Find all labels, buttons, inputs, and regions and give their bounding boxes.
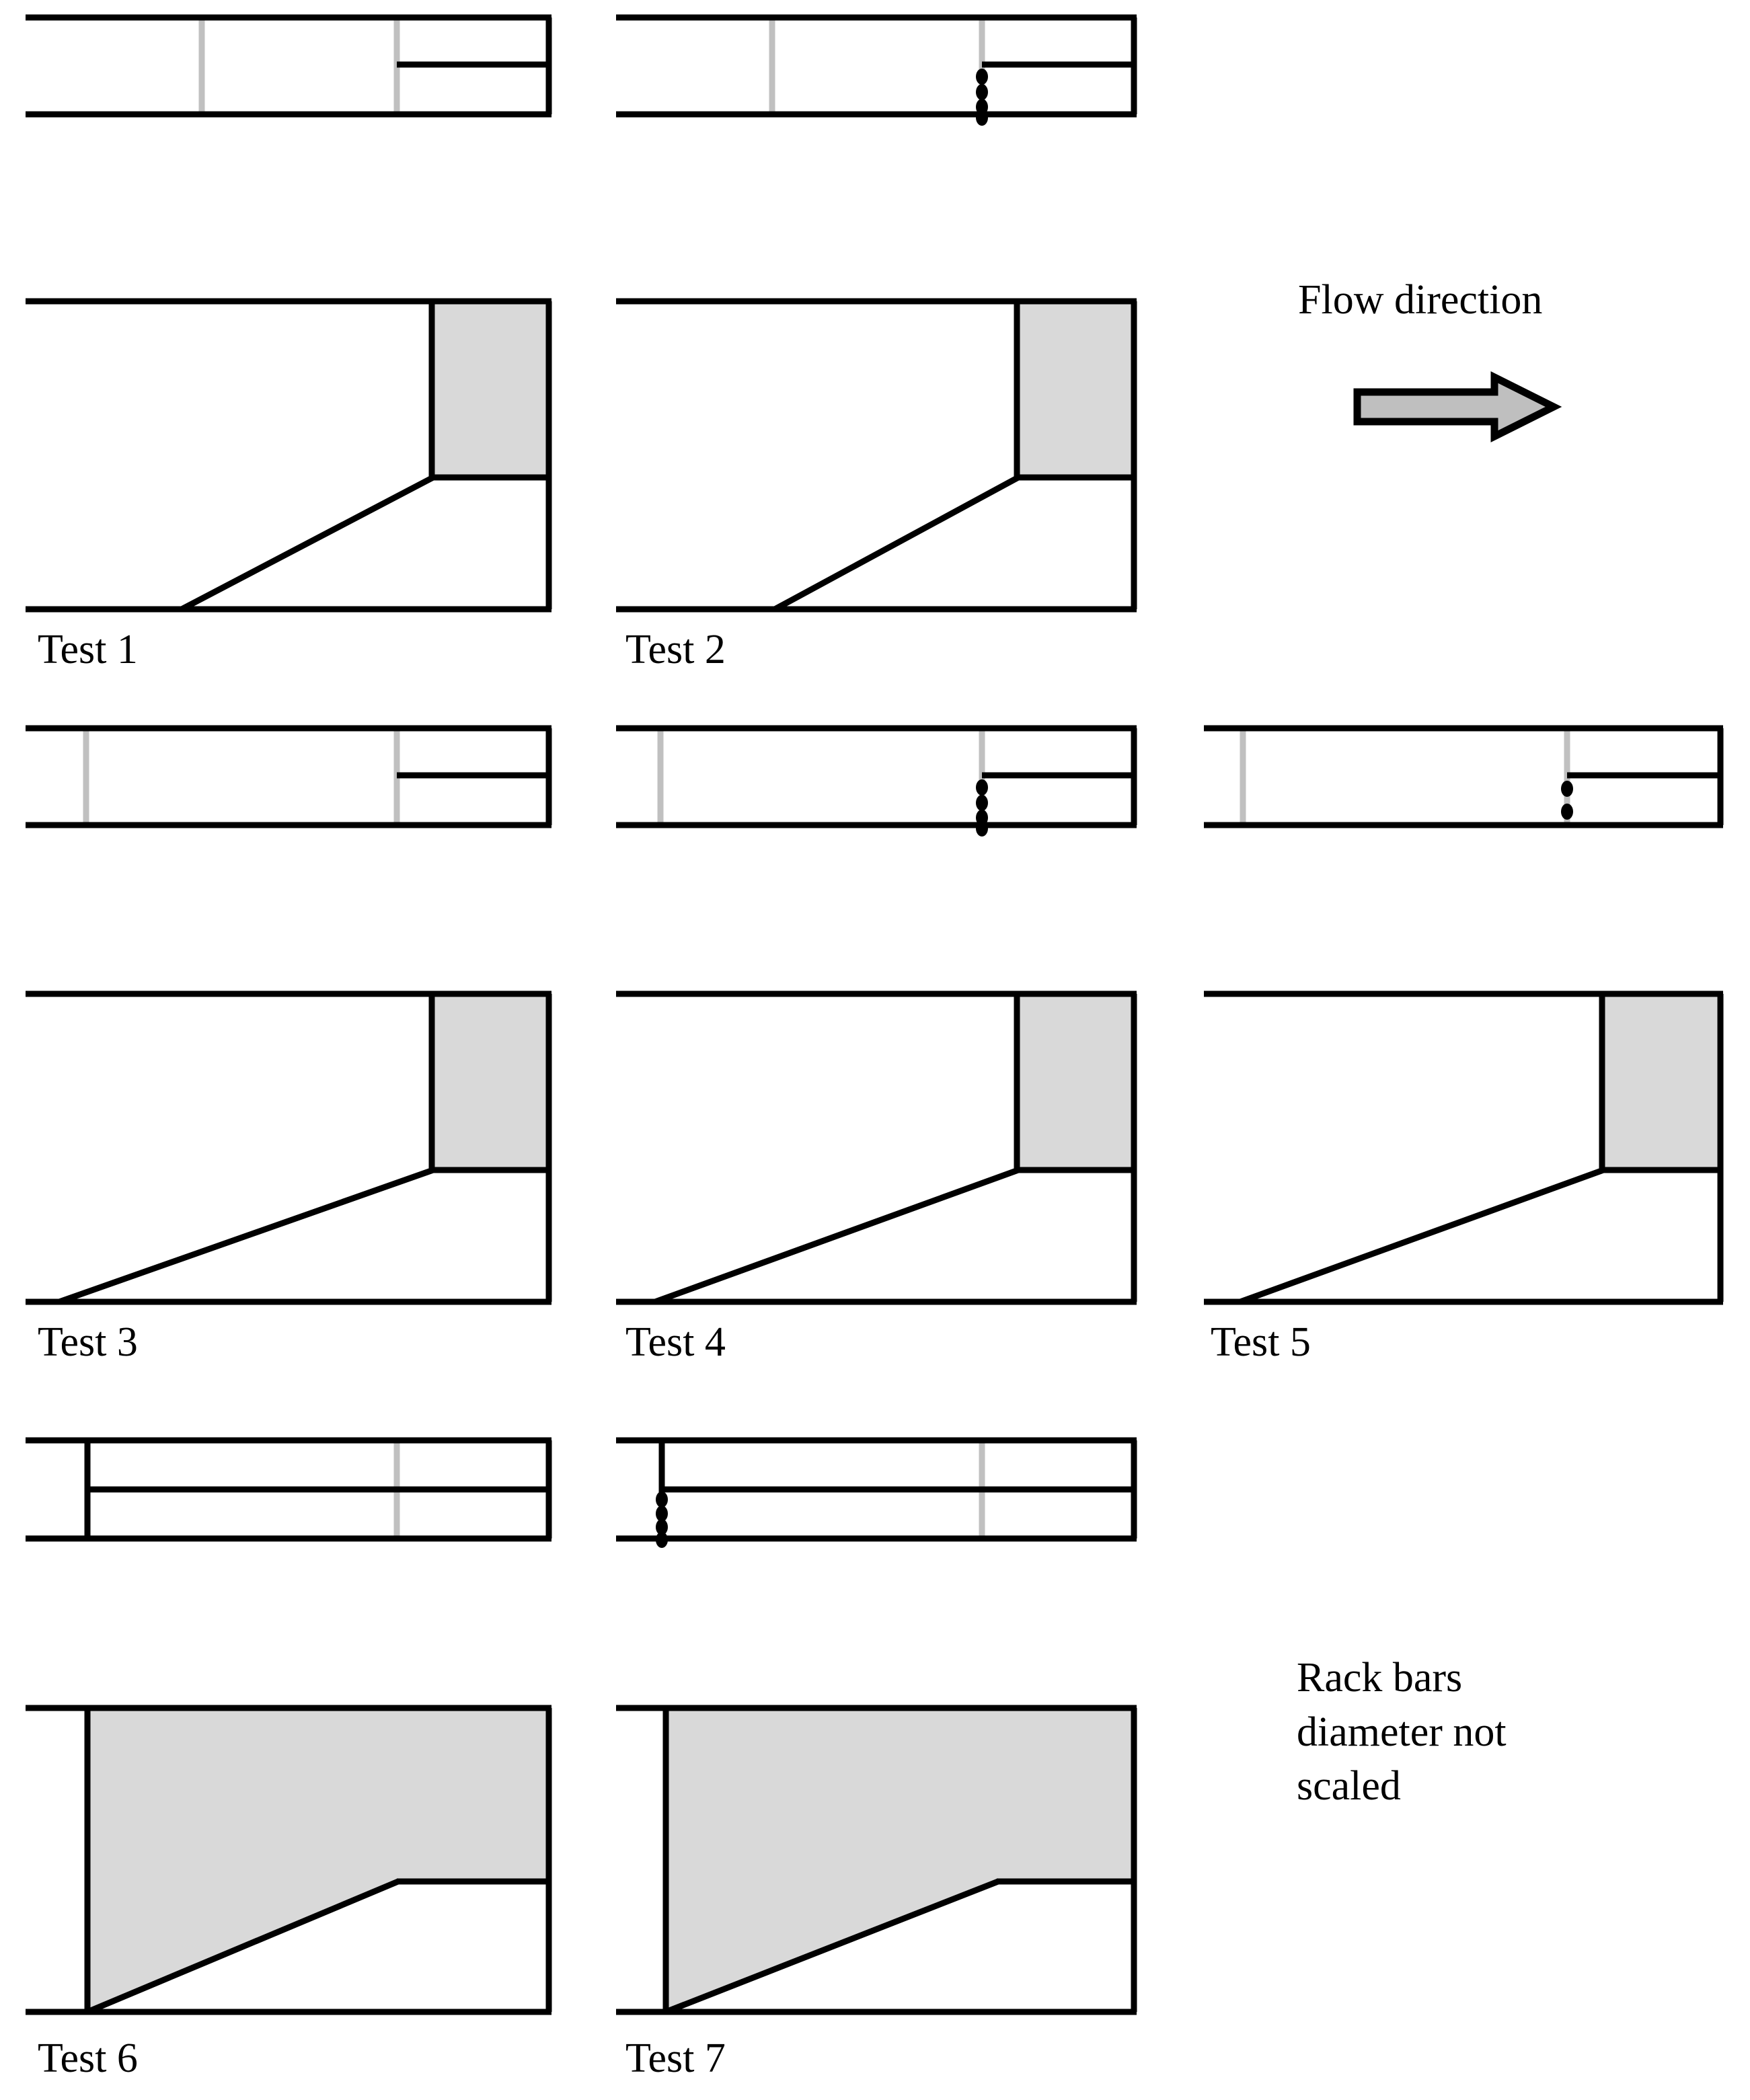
elev-deposit-ramp <box>654 1167 1020 1305</box>
test-6-elevation-view <box>20 1701 565 2021</box>
deposit-fill <box>87 1708 549 2011</box>
elev-deposit-ramp <box>773 475 1020 612</box>
deposit-fill <box>432 994 549 1170</box>
rack-bars-note: Rack bars diameter not scaled <box>1297 1651 1646 1814</box>
rack-bar-icon <box>976 820 988 837</box>
deposit-fill <box>432 301 549 477</box>
test-7-plan-view <box>613 1432 1145 1548</box>
rack-bar-icon <box>1561 804 1573 820</box>
rack-bar-icon <box>1561 781 1573 797</box>
rack-bar-icon <box>656 1506 668 1522</box>
rack-bars-group <box>656 1491 668 1548</box>
test-7-label: Test 7 <box>625 2035 726 2081</box>
rack-bars-group <box>1561 781 1573 820</box>
test-7-elevation-view <box>613 1701 1145 2021</box>
test-1-elevation-view <box>20 296 565 615</box>
test-3-plan-view <box>20 723 565 830</box>
rack-bars-group <box>976 69 988 126</box>
test-4-plan-view <box>613 723 1145 837</box>
rack-bar-icon <box>976 84 988 100</box>
rack-bar-icon <box>976 69 988 85</box>
test-4-elevation-view <box>613 988 1145 1308</box>
test-4-label: Test 4 <box>625 1319 726 1365</box>
test-5-label: Test 5 <box>1211 1319 1311 1365</box>
test-5-elevation-view <box>1204 988 1735 1308</box>
right-arrow-icon <box>1353 371 1562 442</box>
elev-deposit-ramp <box>1239 1167 1605 1305</box>
test-2-elevation-view <box>613 296 1145 615</box>
elev-deposit-ramp <box>58 1167 434 1305</box>
test-6-label: Test 6 <box>38 2035 138 2081</box>
rack-bar-icon <box>656 1532 668 1548</box>
test-3-label: Test 3 <box>38 1319 138 1365</box>
elev-deposit-ramp <box>86 1878 400 2015</box>
test-3-elevation-view <box>20 988 565 1308</box>
elev-deposit-ramp <box>664 1878 999 2015</box>
deposit-fill <box>666 1708 1134 2011</box>
rack-bar-icon <box>976 779 988 795</box>
deposit-fill <box>1602 994 1720 1170</box>
test-2-plan-view <box>613 12 1145 126</box>
test-2-label: Test 2 <box>625 627 726 672</box>
rack-bars-note-line-2: diameter not <box>1297 1709 1507 1755</box>
flow-direction-arrow <box>1352 371 1567 442</box>
rack-bars-group <box>976 779 988 837</box>
rack-bar-icon <box>656 1491 668 1508</box>
test-6-plan-view <box>20 1432 565 1547</box>
rack-bars-note-line-3: scaled <box>1297 1763 1401 1810</box>
deposit-fill <box>1017 301 1134 477</box>
deposit-fill <box>1017 994 1134 1170</box>
rack-bar-icon <box>976 795 988 811</box>
test-1-plan-view <box>20 12 565 120</box>
flow-direction-label: Flow direction <box>1298 277 1543 323</box>
test-1-label: Test 1 <box>38 627 138 672</box>
rack-bar-icon <box>976 110 988 126</box>
rack-bars-note-line-1: Rack bars <box>1297 1655 1463 1701</box>
rack-bar-icon <box>656 1519 668 1535</box>
elev-deposit-ramp <box>180 475 435 612</box>
test-5-plan-view <box>1204 723 1735 830</box>
